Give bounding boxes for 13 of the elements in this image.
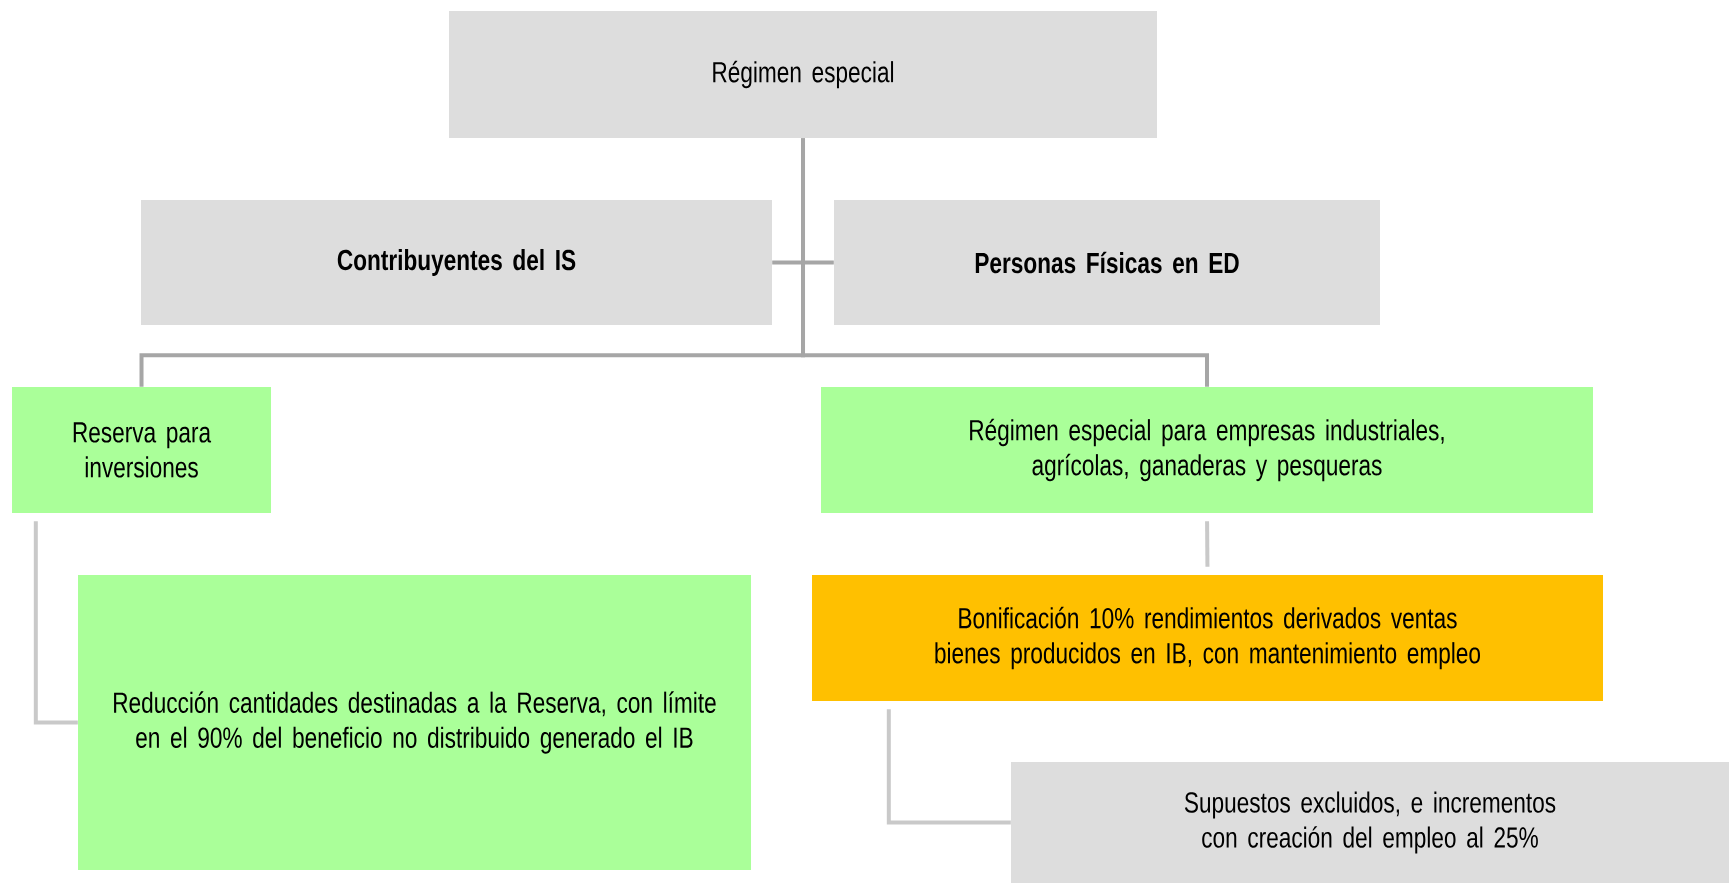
category-box: Contribuyentes del IS [141, 200, 772, 325]
benefit-box: Bonificación 10% rendimientos derivados ventas bienes producidos en IB, con mantenimiento empleo [812, 575, 1603, 701]
connector-line [1205, 521, 1210, 567]
category-box: Personas Físicas en ED [834, 200, 1380, 325]
connector-line [33, 521, 78, 725]
title-box: Régimen especial [449, 11, 1157, 138]
detail-box: Supuestos excluidos, e incrementos con creación del empleo al 25% [1011, 762, 1729, 883]
measure-box: Reserva para inversiones [12, 387, 271, 513]
connector-line [886, 709, 1011, 825]
connector-line [801, 138, 1209, 387]
detail-box: Reducción cantidades destinadas a la Reserva, con límite en el 90% del beneficio no distribuido generado el IB [78, 575, 751, 870]
measure-box: Régimen especial para empresas industriales, agrícolas, ganaderas y pesqueras [821, 387, 1593, 513]
connector-line [772, 260, 834, 265]
